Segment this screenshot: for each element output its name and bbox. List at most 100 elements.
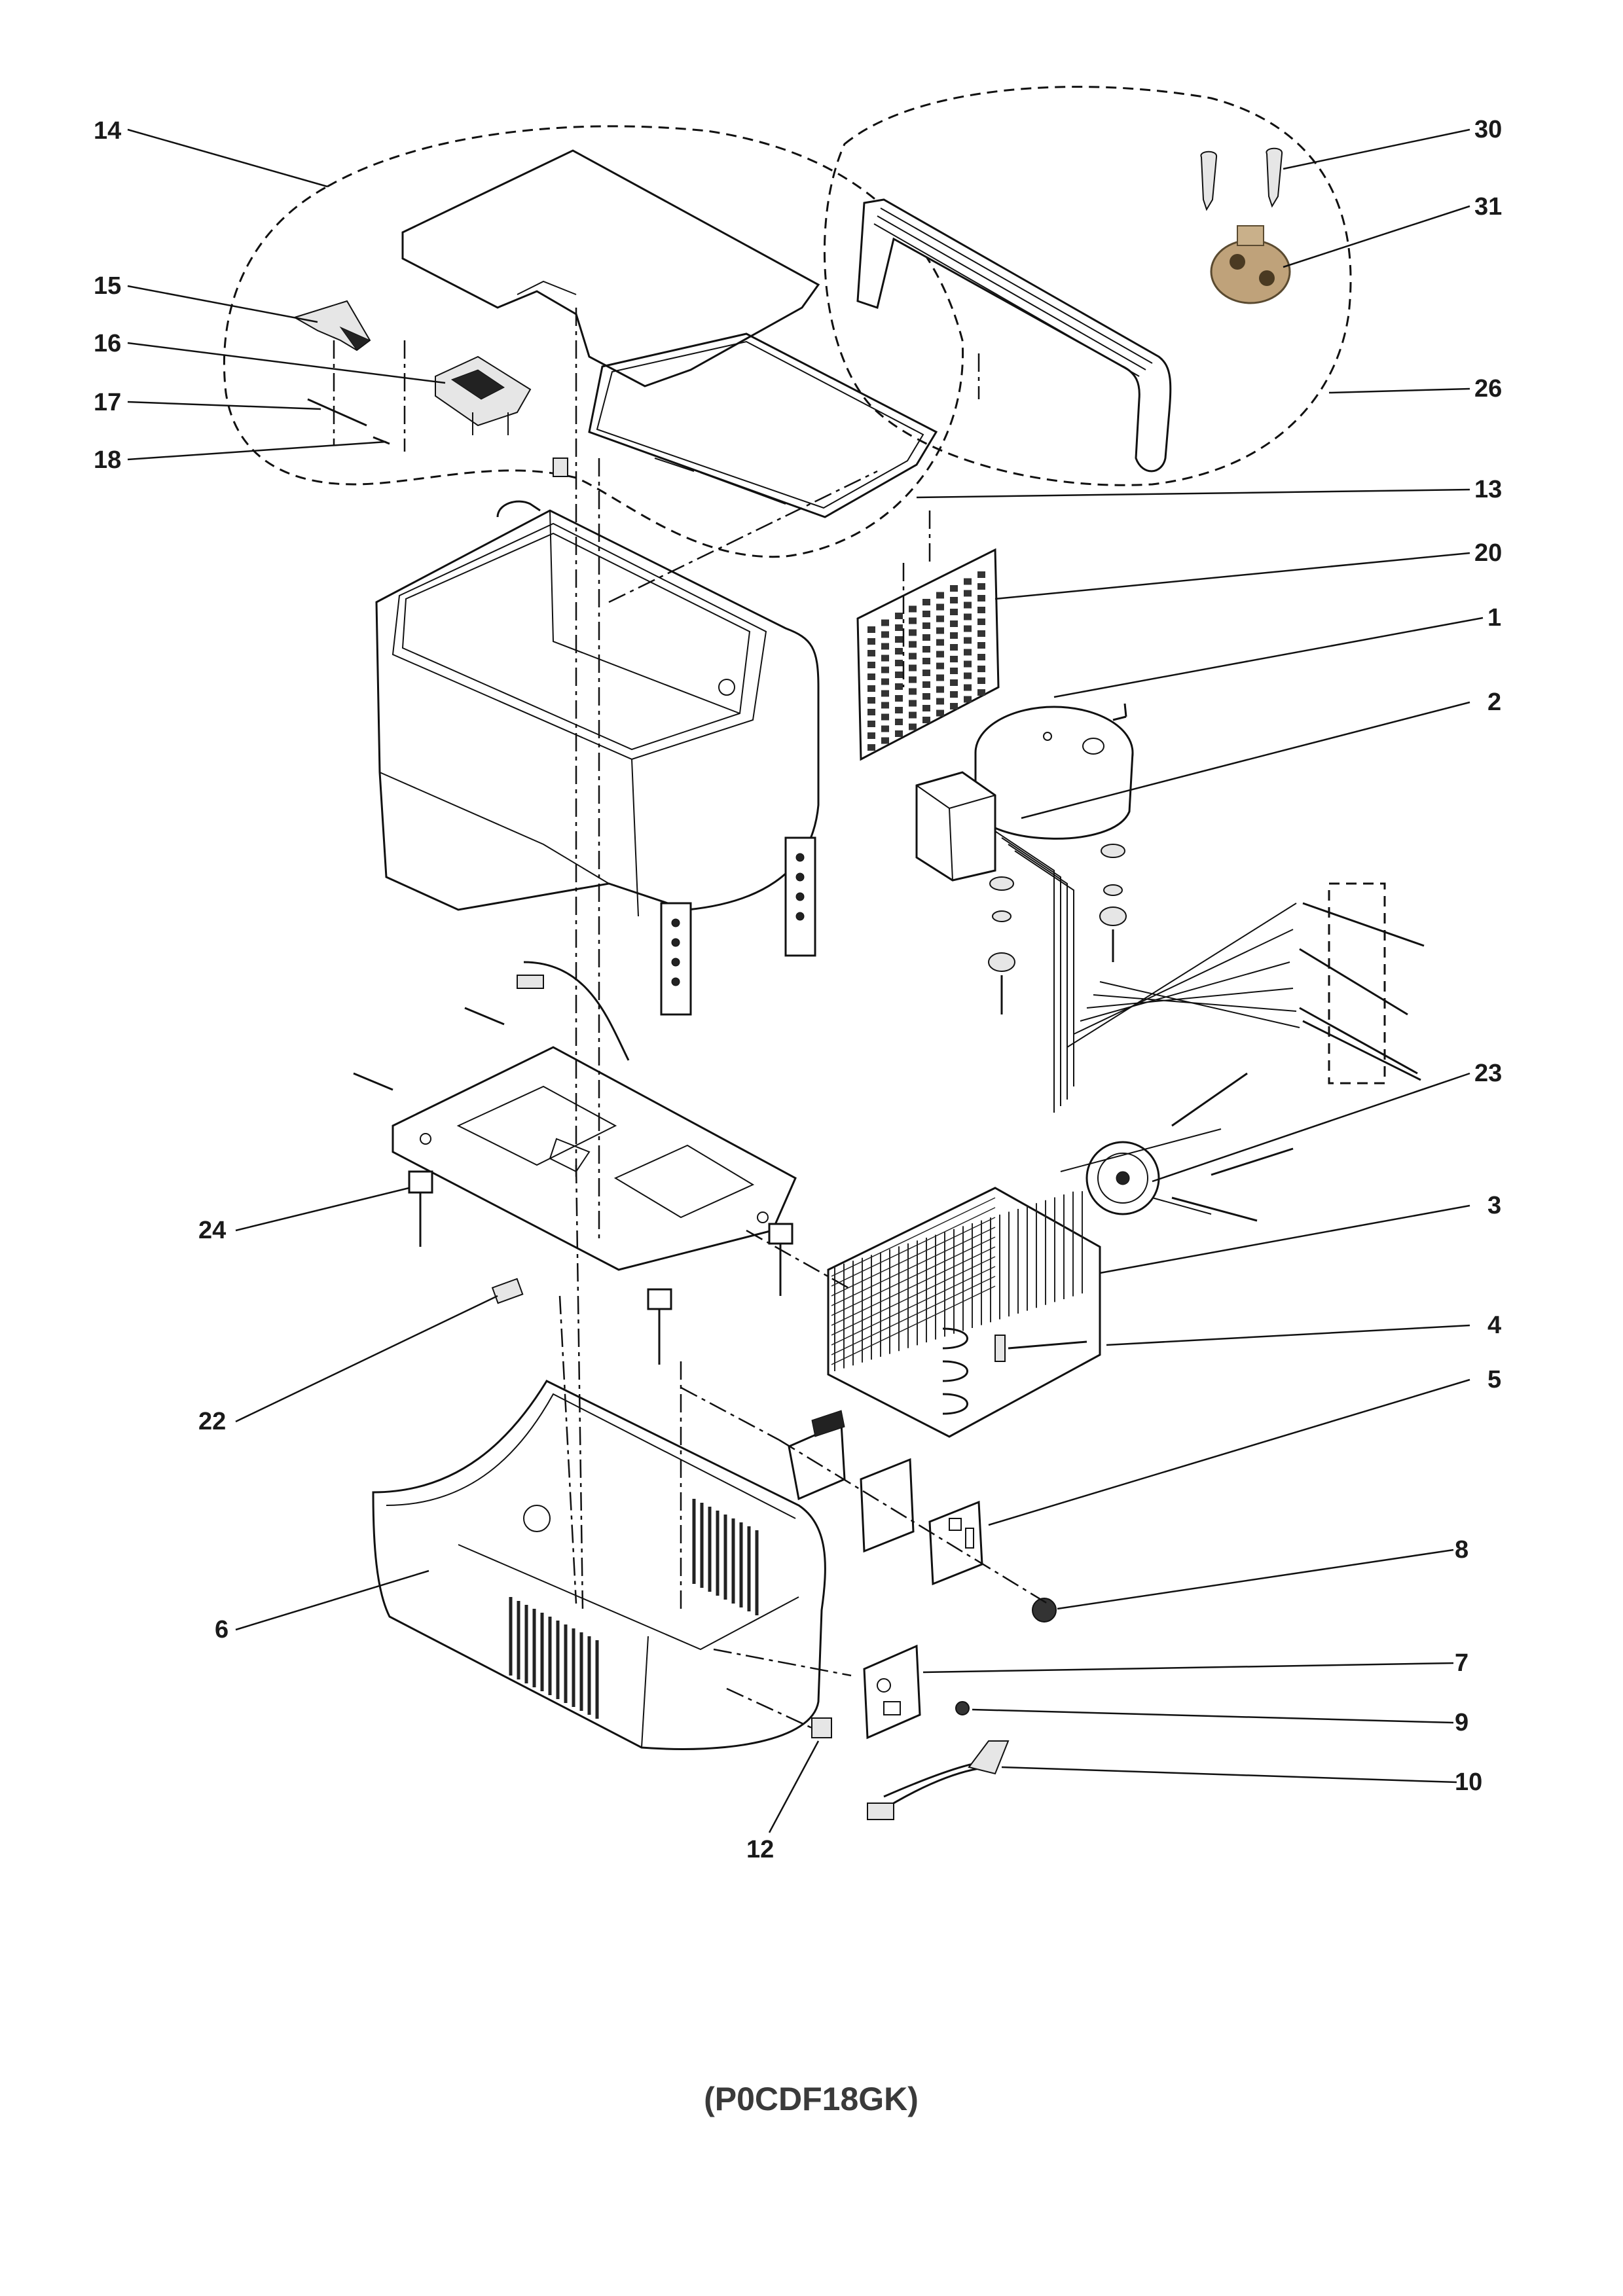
grille-hole [881,655,889,662]
grille-hole [977,689,985,696]
part-label-26: 26 [1474,375,1502,403]
grille-hole [881,619,889,626]
condenser-tube [831,1236,996,1316]
grille-hole [950,620,958,627]
grille-hole [909,676,917,683]
condenser-tube [831,1285,996,1365]
housing-clip [491,1278,524,1304]
lid-assembly-group-outline [223,125,964,558]
grille-hole [922,717,930,723]
handle-mount-washer [1210,225,1291,304]
latch-housing [435,355,532,435]
grille-hole [867,709,875,715]
condenser-tube [831,1256,996,1336]
control-knob [1032,1598,1057,1623]
vent-grille [856,548,1000,761]
part-label-6: 6 [215,1616,228,1643]
grille-hole [909,653,917,660]
model-code: (P0CDF18GK) [704,2081,919,2117]
front-control-panel [863,1644,921,1740]
assembly-axis-lines [333,308,1048,1729]
part-label-30: 30 [1474,116,1502,143]
grille-hole [909,664,917,672]
part-label-22: 22 [198,1408,226,1435]
compressor-mounting-hardware [988,844,1127,1014]
grille-hole [867,626,875,633]
lid-hinge-pivot [553,457,568,477]
grille-hole [895,613,903,619]
grille-hole [977,630,985,637]
grille-hole [922,634,930,641]
grille-hole [909,641,917,648]
grille-hole [977,607,985,613]
grille-hole [895,636,903,643]
condenser-tube [831,1207,996,1287]
part-label-15: 15 [94,272,121,300]
grille-hole [936,674,944,681]
part-label-31: 31 [1474,193,1502,221]
grille-hole [936,698,944,705]
grille-hole [909,688,917,695]
grille-hole [936,651,944,658]
grille-hole [936,627,944,634]
base-screws [353,1007,505,1091]
grille-hole [922,693,930,700]
grille-hole [936,686,944,693]
part-label-13: 13 [1474,476,1502,503]
grille-hole [867,721,875,727]
part-label-17: 17 [94,389,121,416]
part-label-16: 16 [94,330,121,357]
grille-hole [950,597,958,603]
part-label-12: 12 [746,1836,774,1863]
grille-hole [977,595,985,601]
condenser-tube [831,1217,996,1297]
grille-hole [922,670,930,676]
grille-hole [964,637,972,644]
bottom-housing [372,1380,826,1750]
part-label-7: 7 [1455,1649,1468,1677]
grille-hole [950,668,958,674]
control-pcb [928,1500,983,1586]
condenser-tube [831,1276,996,1355]
grille-hole [867,662,875,668]
grille-hole [977,666,985,672]
part-label-5: 5 [1487,1366,1501,1393]
grille-hole [977,619,985,625]
grille-hole [922,622,930,629]
power-socket [811,1717,832,1738]
part-label-14: 14 [94,117,121,145]
latch-cap [293,300,371,351]
control-bracket [788,1410,846,1501]
part-label-24: 24 [198,1217,226,1244]
grille-hole [881,631,889,638]
rubber-feet [408,1170,793,1365]
grille-hole [909,711,917,719]
grille-hole [895,660,903,666]
grille-hole [895,624,903,631]
grille-hole [909,617,917,624]
part-label-8: 8 [1455,1536,1468,1564]
grille-hole [922,646,930,653]
grille-hole [950,691,958,698]
grille-hole [909,700,917,707]
wire-connector-group [1328,882,1386,1085]
grille-hole [922,599,930,605]
grille-hole [964,590,972,597]
thermostat-sensor-cable [517,961,630,1061]
grille-hole [909,723,917,730]
cooler-cabinet [375,500,820,1016]
grille-hole [922,681,930,688]
grille-hole [936,603,944,611]
part-label-9: 9 [1455,1709,1468,1736]
part-label-10: 10 [1455,1768,1482,1796]
condenser-tube [831,1197,996,1277]
grille-hole [867,650,875,656]
grille-hole [964,649,972,656]
grille-hole [881,737,889,744]
part-label-23: 23 [1474,1060,1502,1087]
grille-hole [950,679,958,686]
grille-hole [964,625,972,632]
grille-hole [950,644,958,651]
grille-hole [936,639,944,646]
